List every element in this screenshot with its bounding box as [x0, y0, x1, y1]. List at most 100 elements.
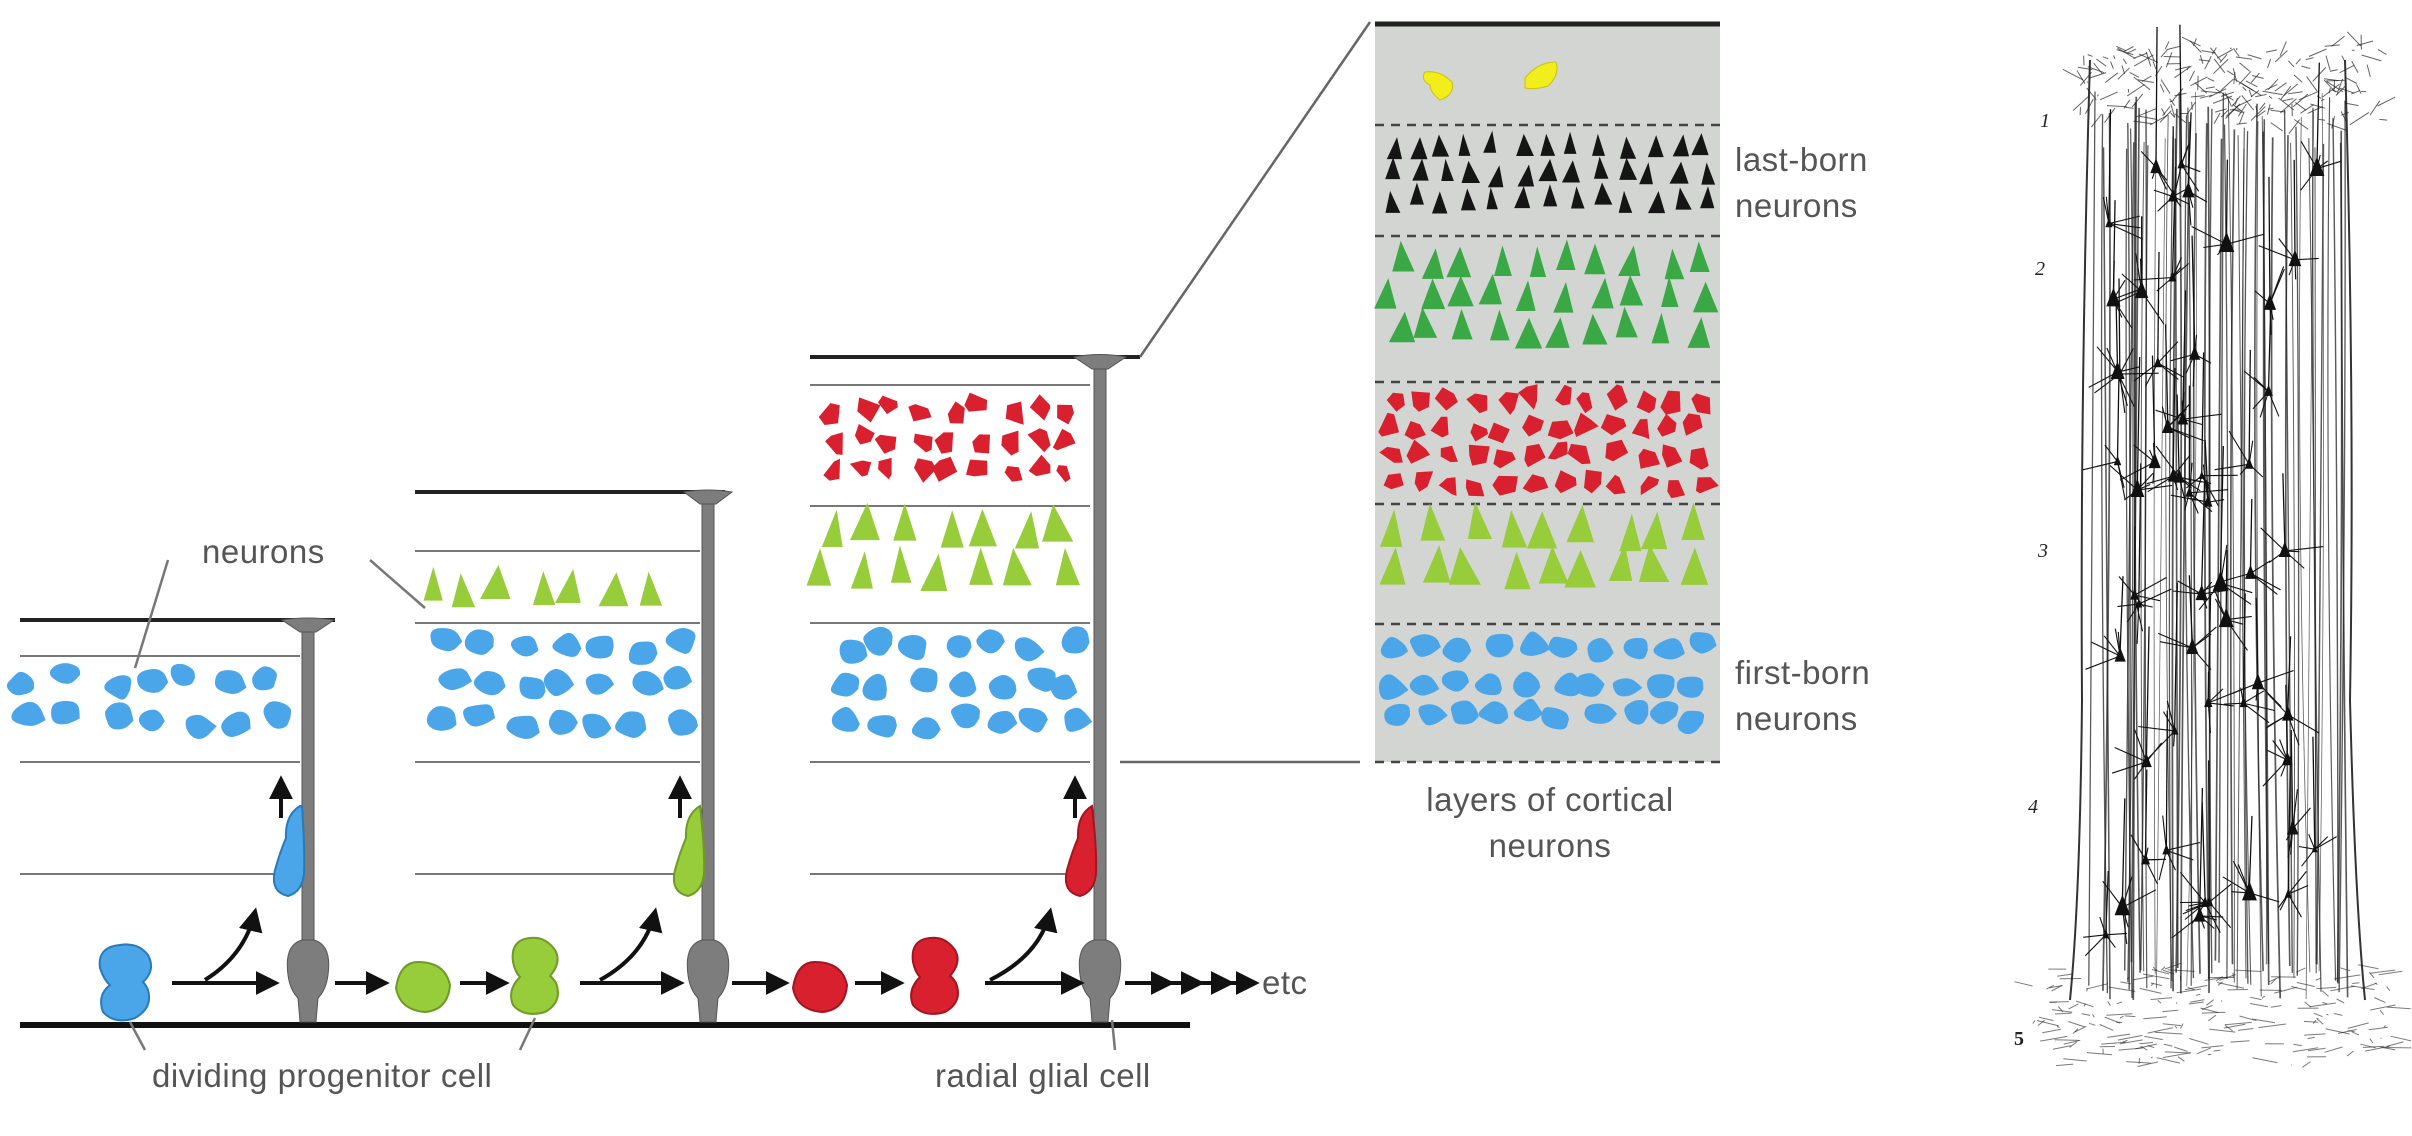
- neuron-cell-icon: [632, 670, 664, 696]
- neuron-cell-icon: [1554, 470, 1577, 494]
- golgi-layer-number-4: 4: [2028, 796, 2038, 818]
- neuron-cell-icon: [1384, 703, 1410, 726]
- neuron-cell-icon: [1478, 273, 1502, 305]
- neuron-cell-icon: [426, 706, 457, 731]
- neuron-cell-icon: [1669, 161, 1689, 184]
- neuron-cell-icon: [931, 456, 958, 482]
- label-etc: etc: [1262, 964, 1308, 1001]
- neuron-cell-icon: [582, 713, 612, 739]
- neuron-cell-icon: [1379, 446, 1403, 463]
- neuron-cell-icon: [911, 717, 941, 740]
- neuron-cell-icon: [972, 434, 990, 454]
- neuron-cell-icon: [1434, 387, 1458, 411]
- neuron-cell-icon: [480, 565, 511, 600]
- golgi-stained-cortex-drawing: [2010, 10, 2412, 1100]
- neuron-cell-icon: [849, 502, 880, 541]
- neuron-cell-icon: [1379, 547, 1406, 585]
- neuron-cell-icon: [1608, 543, 1633, 582]
- neuron-cell-icon: [1555, 239, 1576, 270]
- neuron-cell-icon: [830, 672, 860, 697]
- label-dividing-progenitor-cell: dividing progenitor cell: [152, 1057, 493, 1094]
- neuron-cell-icon: [464, 629, 494, 655]
- neuron-cell-icon: [506, 715, 540, 739]
- neuron-cell-icon: [1378, 674, 1409, 700]
- neuron-cell-icon: [1413, 307, 1438, 338]
- neuron-cell-icon: [1584, 243, 1606, 275]
- neuron-cell-icon: [1465, 479, 1485, 497]
- neuron-cell-icon: [1441, 670, 1470, 692]
- radial-glial-cell-1: [280, 617, 336, 1023]
- neuron-cell-icon: [1018, 707, 1048, 733]
- neuron-cell-icon: [1383, 473, 1404, 490]
- neuron-cell-icon: [1001, 430, 1019, 456]
- zoom-connector-top: [1138, 21, 1372, 358]
- neuron-cell-icon: [831, 707, 860, 732]
- panel-dark-green-neurons: [1374, 239, 1719, 349]
- stage3-second-layer-neurons: [806, 502, 1081, 591]
- neuron-cell-icon: [548, 709, 578, 735]
- neuron-cell-icon: [1487, 422, 1510, 444]
- neuron-cell-icon: [849, 460, 872, 477]
- neuron-cell-icon: [1522, 474, 1549, 493]
- neuron-cell-icon: [1691, 133, 1709, 156]
- neuron-cell-icon: [519, 676, 546, 700]
- neuron-cell-icon: [1409, 674, 1440, 696]
- neuron-cell-icon: [1640, 475, 1660, 496]
- neuron-cell-icon: [946, 635, 972, 658]
- neuron-cell-icon: [1520, 631, 1551, 656]
- stage2-first-born-neurons: [426, 627, 698, 739]
- neuron-cell-icon: [1504, 551, 1531, 590]
- golgi-layer-number-5: 5: [2014, 1028, 2024, 1050]
- neuron-cell-icon: [1555, 384, 1572, 406]
- neuron-cell-icon: [1541, 707, 1569, 730]
- stage3-third-layer-neurons: [818, 392, 1076, 483]
- neuron-cell-icon: [1640, 511, 1668, 550]
- neuron-cell-icon: [665, 628, 696, 654]
- neuron-cell-icon: [1605, 439, 1629, 462]
- neuron-cell-icon: [1409, 634, 1441, 657]
- neuron-cell-icon: [1594, 182, 1613, 205]
- neuron-cell-icon: [1594, 156, 1609, 179]
- neuron-cell-icon: [1461, 160, 1481, 183]
- neuron-cell-icon: [1028, 454, 1051, 477]
- neuron-cell-icon: [823, 458, 840, 481]
- neuron-cell-icon: [49, 663, 81, 684]
- neuron-cell-icon: [1522, 414, 1544, 437]
- stage3-first-born-neurons: [830, 626, 1093, 740]
- neuron-cell-icon: [1005, 401, 1024, 425]
- neuron-cell-icon: [1677, 710, 1705, 735]
- neuron-cell-icon: [867, 715, 897, 738]
- neuron-cell-icon: [1514, 317, 1543, 349]
- neuron-cell-icon: [1493, 449, 1516, 469]
- neuron-cell-icon: [863, 626, 893, 656]
- neuron-cell-icon: [1651, 312, 1670, 344]
- neuron-cell-icon: [1442, 637, 1472, 663]
- neuron-cell-icon: [463, 704, 496, 727]
- neuron-cell-icon: [1392, 240, 1415, 272]
- neuron-cell-icon: [1661, 276, 1679, 308]
- neuron-cell-icon: [6, 671, 35, 696]
- neuron-cell-icon: [1489, 309, 1510, 341]
- neuron-cell-icon: [1619, 274, 1644, 306]
- neuron-cell-icon: [1492, 475, 1518, 496]
- neuron-cell-icon: [1582, 313, 1608, 345]
- neuron-cell-icon: [1612, 678, 1643, 697]
- neuron-cell-icon: [263, 701, 292, 729]
- neuron-cell-icon: [1618, 190, 1633, 213]
- neuron-cell-icon: [1689, 447, 1709, 470]
- neuron-cell-icon: [138, 709, 165, 732]
- neuron-cell-icon: [1004, 466, 1023, 482]
- neuron-cell-icon: [1064, 707, 1093, 732]
- neuron-cell-icon: [1664, 248, 1685, 280]
- neuron-cell-icon: [1619, 513, 1642, 552]
- neuron-cell-icon: [1681, 502, 1705, 540]
- neuron-cell-icon: [1414, 471, 1434, 492]
- neuron-cell-icon: [1587, 637, 1614, 663]
- neuron-cell-icon: [1494, 245, 1512, 276]
- neuron-cell-icon: [1487, 165, 1504, 188]
- neuron-cell-icon: [1692, 281, 1719, 313]
- neuron-cell-icon: [976, 629, 1005, 654]
- neuron-cell-icon: [854, 424, 875, 445]
- neuron-cell-icon: [897, 634, 927, 660]
- neuron-cell-icon: [221, 711, 251, 738]
